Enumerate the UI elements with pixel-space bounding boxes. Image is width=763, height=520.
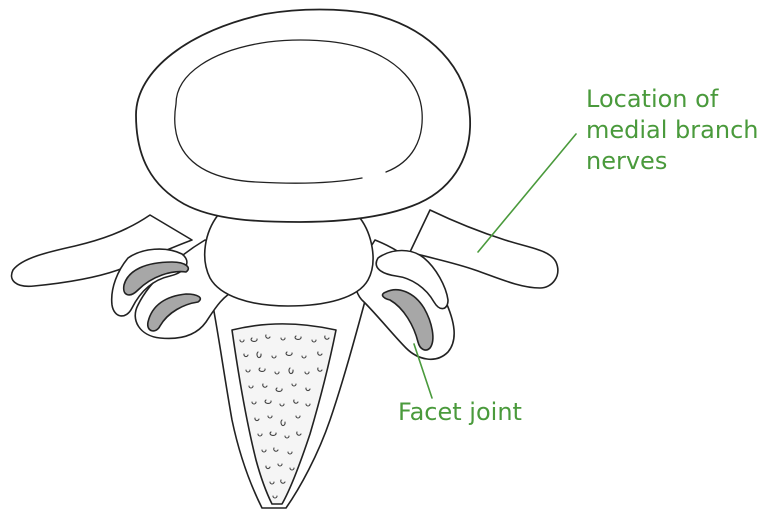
medial-branch-label-line3: nerves xyxy=(586,146,758,177)
vertebral-body xyxy=(136,10,470,223)
medial-branch-leader-line xyxy=(478,134,576,252)
facet-joint-label: Facet joint xyxy=(398,397,522,428)
medial-branch-label-line2: medial branch xyxy=(586,115,758,146)
medial-branch-nerves-label: Location of medial branch nerves xyxy=(586,84,758,177)
medial-branch-label-line1: Location of xyxy=(586,84,758,115)
